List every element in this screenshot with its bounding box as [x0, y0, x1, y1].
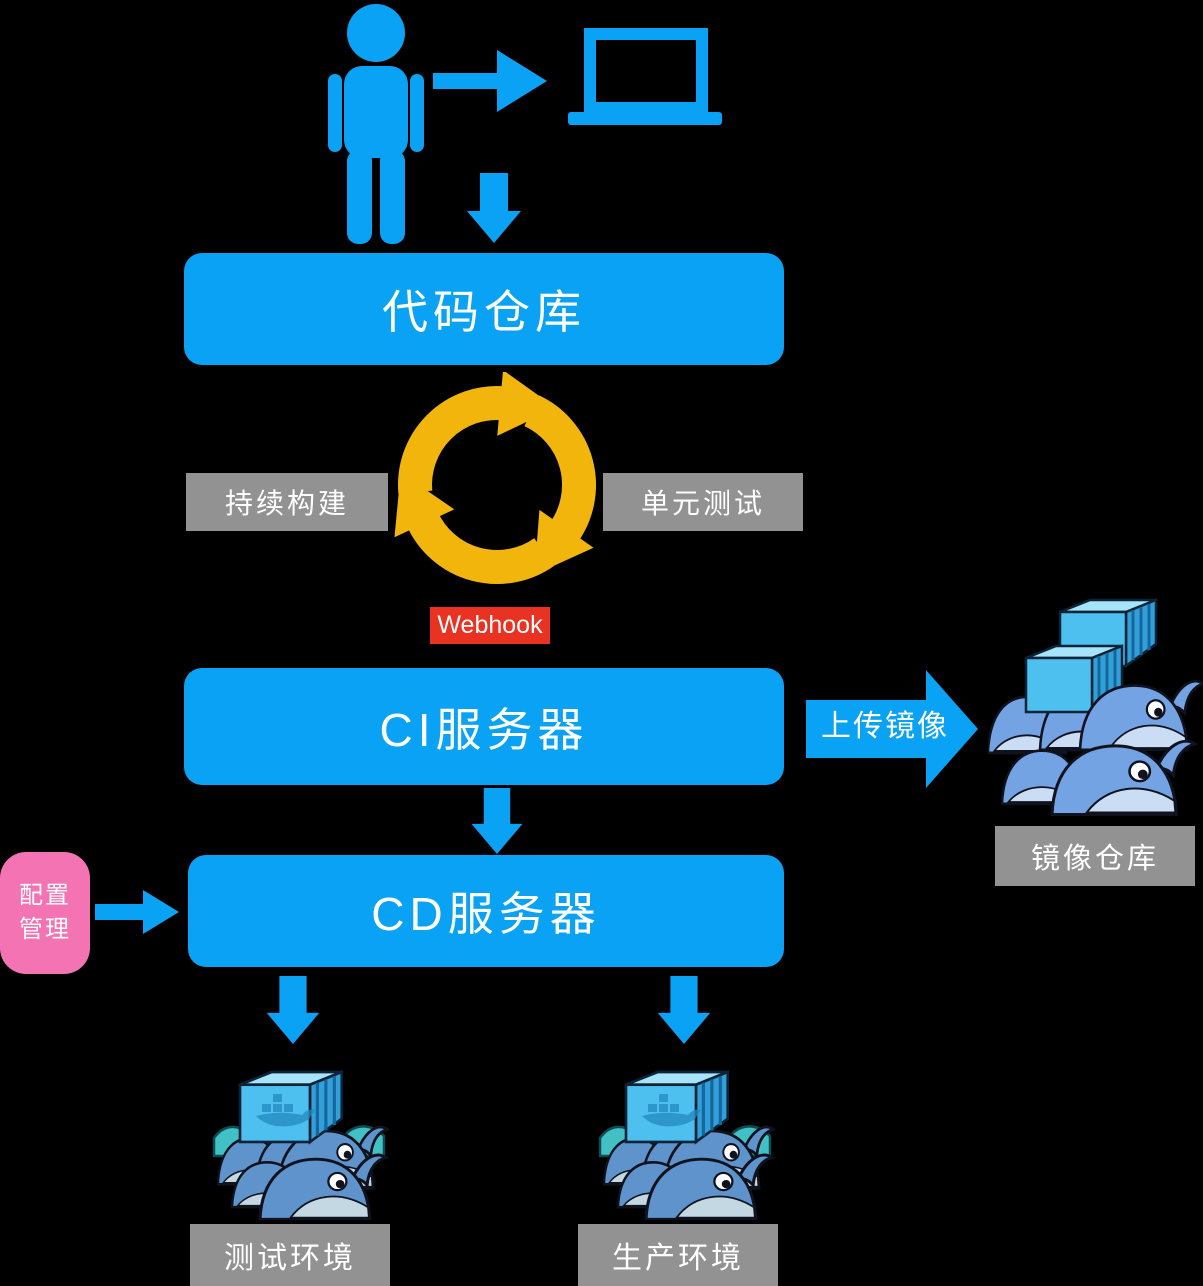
arrow-down-icon — [467, 173, 521, 243]
docker-logo-watermark — [642, 1094, 701, 1127]
laptop-icon — [568, 28, 722, 125]
cycle-arrows-icon — [384, 372, 610, 598]
cd-server-box: CD服务器 — [188, 855, 784, 967]
unit-test-label: 单元测试 — [603, 473, 803, 531]
person-icon — [328, 4, 424, 244]
ci-server-label: CI服务器 — [379, 703, 589, 756]
upload-arrow-icon — [806, 670, 978, 788]
arrow-right-icon — [95, 890, 179, 934]
docker-environment-stack-icon — [598, 1070, 775, 1220]
docker-logo-watermark — [256, 1094, 315, 1127]
arrow-right-icon — [433, 50, 547, 112]
config-label-line1: 配置 — [19, 882, 71, 909]
code-repo-box: 代码仓库 — [184, 253, 784, 365]
arrow-down-icon — [471, 788, 523, 854]
ci-server-box: CI服务器 — [184, 668, 784, 785]
test-environment-label: 测试环境 — [190, 1224, 390, 1286]
upload-image-label: 上传镜像 — [821, 710, 949, 743]
webhook-tag: Webhook — [430, 607, 550, 644]
arrow-down-icon — [657, 976, 711, 1044]
config-label-line2: 管理 — [19, 916, 71, 943]
arrow-down-icon — [266, 976, 320, 1044]
code-repo-label: 代码仓库 — [382, 286, 586, 338]
continuous-build-label: 持续构建 — [186, 473, 388, 531]
config-management-box: 配置 管理 — [0, 852, 90, 974]
docker-registry-stack-icon — [988, 598, 1203, 817]
docker-environment-stack-icon — [212, 1070, 389, 1220]
prod-environment-label: 生产环境 — [578, 1224, 778, 1286]
image-registry-label: 镜像仓库 — [995, 826, 1195, 886]
cd-server-label: CD服务器 — [371, 888, 601, 940]
